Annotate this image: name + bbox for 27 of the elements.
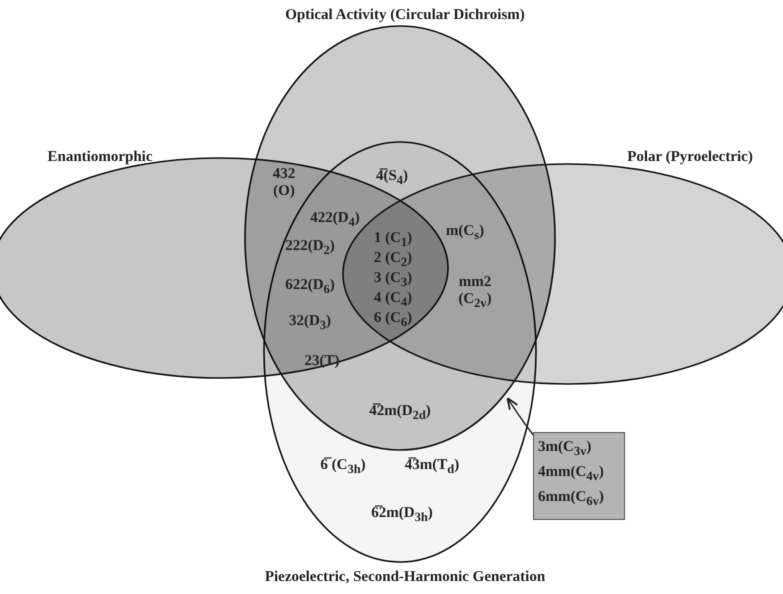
callout-box xyxy=(533,432,625,520)
point-group-label: 4̅3m(T$_{d}$) xyxy=(404,457,460,477)
point-group-label: 6̅ (C$_{3h}$) xyxy=(320,457,366,477)
point-group-label: 32(D$_{3}$) xyxy=(288,313,332,333)
point-group-label: m(C$_{s}$) xyxy=(446,223,484,243)
set-heading: Optical Activity (Circular Dichroism) xyxy=(285,7,525,24)
point-group-label: 3m(C$_{3v}$) xyxy=(538,438,592,460)
point-group-label: 4 (C$_{4}$) xyxy=(374,290,412,310)
set-heading: Enantiomorphic xyxy=(47,149,152,166)
point-group-label: 1 (C$_{1}$) xyxy=(374,230,412,250)
point-group-label: 6 (C$_{6}$) xyxy=(374,310,412,330)
point-group-label: 3 (C$_{3}$) xyxy=(374,270,412,290)
point-group-label: 432 (O) xyxy=(272,166,296,200)
point-group-label: 422(D$_{4}$) xyxy=(310,210,360,230)
set-heading: Piezoelectric, Second-Harmonic Generation xyxy=(264,569,546,586)
point-group-label: 4̅2m(D$_{2d}$) xyxy=(369,403,431,423)
set-heading: Polar (Pyroelectric) xyxy=(627,149,753,166)
point-group-label: 2 (C$_{2}$) xyxy=(374,250,412,270)
point-group-label: 622(D$_{6}$) xyxy=(285,277,335,297)
leader-arrow xyxy=(506,397,535,436)
point-group-label: 23(T) xyxy=(304,353,340,371)
point-group-label: 4mm(C$_{4v}$) xyxy=(538,463,605,485)
point-group-label: 222(D$_{2}$) xyxy=(285,238,335,258)
point-group-label: mm2 (C$_{2v}$) xyxy=(457,274,493,310)
point-group-label: 4̅(S$_{4}$) xyxy=(376,168,408,188)
point-group-label: 6̅2m(D$_{3h}$) xyxy=(371,505,433,525)
point-group-label: 6mm(C$_{6v}$) xyxy=(538,488,605,510)
